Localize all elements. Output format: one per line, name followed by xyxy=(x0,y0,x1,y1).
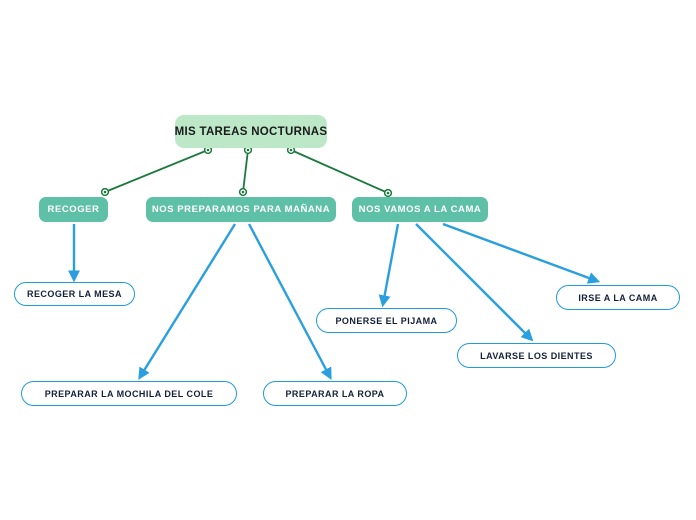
branch-node-label: NOS VAMOS A LA CAMA xyxy=(358,204,482,215)
blue-arrow xyxy=(247,223,332,380)
green-edge xyxy=(242,149,249,193)
blue-arrow xyxy=(138,223,237,380)
edge-endpoint-ring xyxy=(238,187,248,197)
leaf-node-label: LAVARSE LOS DIENTES xyxy=(480,350,593,361)
edge-endpoint-dot xyxy=(289,148,293,152)
branch-node-cama[interactable]: NOS VAMOS A LA CAMA xyxy=(352,197,488,222)
leaf-node-label: PREPARAR LA MOCHILA DEL COLE xyxy=(44,388,214,399)
green-edge xyxy=(290,149,389,194)
leaf-node-dientes[interactable]: LAVARSE LOS DIENTES xyxy=(457,343,616,368)
leaf-node-mochila[interactable]: PREPARAR LA MOCHILA DEL COLE xyxy=(21,381,237,406)
leaf-node-label: PONERSE EL PIJAMA xyxy=(335,315,438,326)
edge-endpoint-ring xyxy=(100,187,110,197)
edge-endpoint-dot xyxy=(241,190,245,194)
branch-node-recoger[interactable]: RECOGER xyxy=(39,197,108,222)
root-node[interactable]: MIS TAREAS NOCTURNAS xyxy=(175,115,327,148)
branch-node-preparamos[interactable]: NOS PREPARAMOS PARA MAÑANA xyxy=(146,197,336,222)
edge-endpoint-dot xyxy=(103,190,107,194)
blue-arrow xyxy=(378,223,400,308)
blue-arrow xyxy=(442,222,601,284)
edge-endpoint-ring xyxy=(383,188,393,198)
leaf-node-label: RECOGER LA MESA xyxy=(27,289,122,299)
leaf-node-irse[interactable]: IRSE A LA CAMA xyxy=(556,285,680,310)
edge-endpoint-dot xyxy=(246,148,250,152)
leaf-node-label: PREPARAR LA ROPA xyxy=(285,388,385,399)
green-edge-group xyxy=(100,145,393,198)
leaf-node-recoger-mesa[interactable]: RECOGER LA MESA xyxy=(14,282,135,306)
leaf-node-pijama[interactable]: PONERSE EL PIJAMA xyxy=(316,308,457,333)
leaf-node-ropa[interactable]: PREPARAR LA ROPA xyxy=(263,381,407,406)
root-node-label: MIS TAREAS NOCTURNAS xyxy=(174,125,328,138)
edge-endpoint-dot xyxy=(206,148,210,152)
leaf-node-label: IRSE A LA CAMA xyxy=(578,292,658,303)
branch-node-label: RECOGER xyxy=(47,204,100,215)
edge-endpoint-dot xyxy=(386,191,390,195)
branch-node-label: NOS PREPARAMOS PARA MAÑANA xyxy=(151,204,331,215)
green-edge xyxy=(104,149,209,193)
